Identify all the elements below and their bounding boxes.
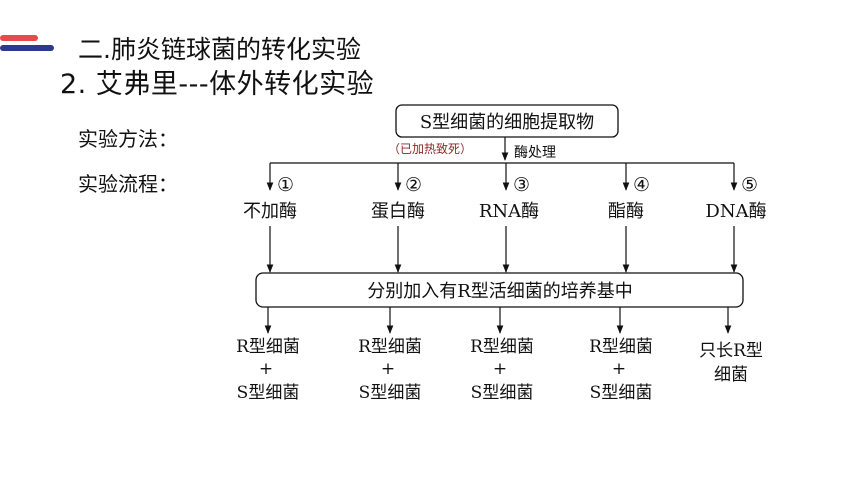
- culture-to-result-arrows: [264, 307, 732, 334]
- page-title: 二.肺炎链球菌的转化实验: [78, 35, 361, 64]
- page-subtitle: 2. 艾弗里---体外转化实验: [60, 69, 375, 100]
- method-label: 实验方法：: [78, 127, 178, 151]
- result-column-5: 只长R型 细菌: [699, 341, 763, 385]
- result-2-line-3: S型细菌: [359, 383, 422, 403]
- enzyme-label-2: 蛋白酶: [371, 201, 425, 222]
- header-stripe-navy: [0, 45, 54, 51]
- result-column-2: R型细菌 + S型细菌: [358, 337, 422, 403]
- enzyme-label-3: RNA酶: [479, 201, 539, 222]
- enzyme-label-5: DNA酶: [705, 201, 766, 222]
- result-column-4: R型细菌 + S型细菌: [589, 337, 653, 403]
- branch-number-5: ⑤: [741, 174, 758, 196]
- result-1-line-2: +: [259, 359, 273, 379]
- branch-number-4: ④: [633, 174, 650, 196]
- branch-number-3: ③: [513, 174, 530, 196]
- procedure-label: 实验流程：: [78, 172, 178, 196]
- result-5-line-1: 只长R型: [699, 341, 763, 361]
- branch-number-2: ②: [405, 174, 422, 196]
- enzyme-label-4: 酯酶: [608, 201, 644, 222]
- heat-killed-note: （已加热致死）: [388, 142, 472, 156]
- enzyme-label-1: 不加酶: [243, 201, 297, 222]
- result-3-line-1: R型细菌: [470, 337, 534, 357]
- branch-drop-arrows: [266, 163, 738, 191]
- extract-box-label: S型细菌的细胞提取物: [420, 112, 594, 133]
- result-1-line-3: S型细菌: [237, 383, 300, 403]
- result-4-line-2: +: [612, 359, 626, 379]
- result-4-line-3: S型细菌: [590, 383, 653, 403]
- result-5-line-2: 细菌: [714, 365, 748, 385]
- culture-box-label: 分别加入有R型活细菌的培养基中: [367, 281, 633, 302]
- result-2-line-1: R型细菌: [358, 337, 422, 357]
- header-stripe-red: [0, 35, 38, 41]
- result-2-line-2: +: [381, 359, 395, 379]
- result-3-line-3: S型细菌: [471, 383, 534, 403]
- result-4-line-1: R型细菌: [589, 337, 653, 357]
- enzyme-treatment-label: 酶处理: [514, 145, 556, 161]
- result-column-3: R型细菌 + S型细菌: [470, 337, 534, 403]
- result-1-line-1: R型细菌: [236, 337, 300, 357]
- extract-box: [395, 104, 619, 138]
- enzyme-to-culture-arrows: [266, 226, 738, 273]
- branch-number-1: ①: [277, 174, 294, 196]
- result-column-1: R型细菌 + S型细菌: [236, 337, 300, 403]
- result-3-line-2: +: [493, 359, 507, 379]
